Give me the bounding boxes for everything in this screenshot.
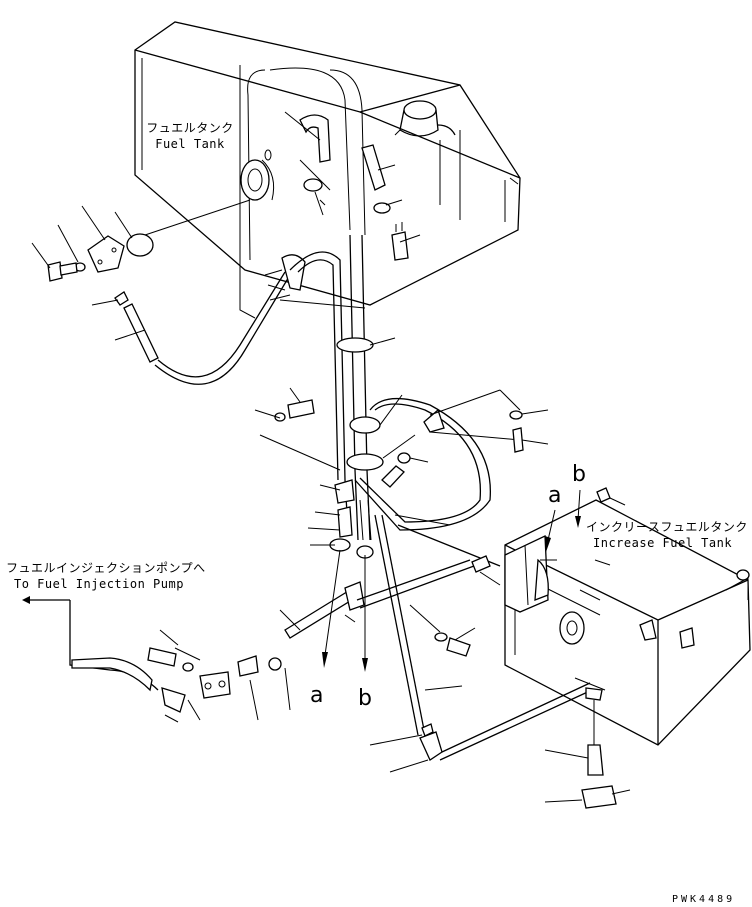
return-hose-parts: [299, 114, 409, 261]
center-hoses: [254, 234, 549, 567]
leader-lines-top: [129, 111, 421, 243]
sender-parts: [31, 205, 291, 385]
increase-fuel-tank: [471, 487, 751, 809]
fuel-tank-label-jp: フュエルタンク: [146, 121, 234, 135]
ref-a-upper: a: [548, 483, 562, 508]
drawing-code: PWK4489: [672, 894, 736, 905]
ref-b-upper: b: [572, 462, 586, 487]
ref-b-lower: b: [358, 686, 372, 711]
increase-tank-label-jp: インクリースフュエルタンク: [586, 520, 748, 534]
increase-tank-label-en: Increase Fuel Tank: [593, 536, 733, 550]
ref-a-lower: a: [310, 683, 324, 708]
fuel-tank-label-en: Fuel Tank: [155, 137, 225, 151]
pump-label-jp: フュエルインジェクションポンプへ: [6, 561, 206, 575]
pump-label-en: To Fuel Injection Pump: [14, 577, 184, 591]
fuel-tank: [134, 21, 521, 319]
pump-connection: [22, 596, 291, 723]
lower-center: [279, 514, 593, 773]
